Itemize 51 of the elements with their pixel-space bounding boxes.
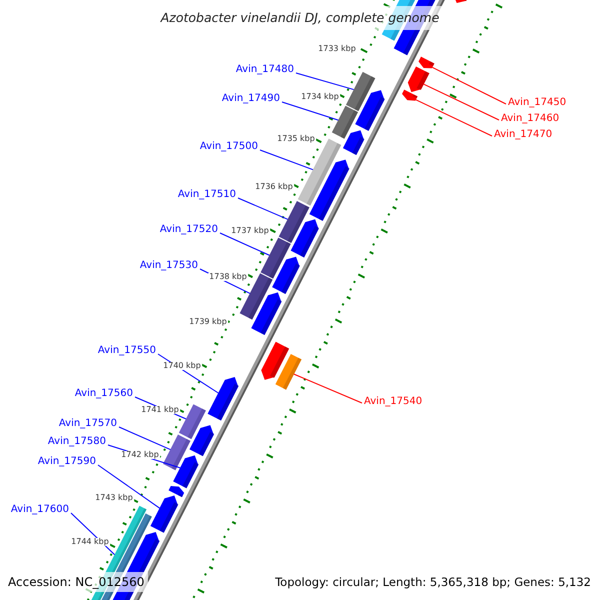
feature-bar	[278, 201, 310, 244]
gene-label: Avin_17560	[74, 388, 133, 400]
leader-line	[238, 198, 288, 220]
position-label: 1743 kbp	[94, 494, 134, 502]
position-label: 1737 kbp	[230, 227, 270, 235]
gene-label: Avin_17530	[140, 260, 198, 272]
gene-label: Avin_17500	[200, 141, 258, 153]
feature-bar	[260, 238, 291, 279]
leader-line	[415, 99, 492, 136]
gene-label: Avin_17520	[160, 224, 218, 236]
feature-bar	[346, 72, 376, 112]
position-label: 1735 kbp	[276, 135, 316, 143]
leader-line	[282, 102, 339, 121]
gene-label: Avin_17450	[508, 97, 566, 109]
gene-label: Avin_17490	[222, 93, 280, 105]
gene-label: Avin_17540	[364, 396, 422, 408]
leader-line	[296, 72, 354, 90]
position-label: 1740 kbp	[162, 362, 202, 370]
position-label: 1738 kbp	[208, 273, 248, 281]
gene-label: Avin_17480	[236, 64, 294, 76]
gene-label: Avin_17550	[98, 345, 156, 357]
feature-bar	[178, 404, 206, 440]
gene-label: Avin_17590	[38, 456, 96, 468]
gene-label: Avin_17510	[178, 189, 236, 201]
gene-label: Avin_17580	[48, 436, 106, 448]
leader-line	[98, 464, 160, 509]
leader-line	[260, 150, 314, 170]
gene-glyph	[402, 90, 418, 101]
gene-label: Avin_17460	[501, 113, 560, 125]
feature-bar	[275, 354, 302, 390]
position-label: 1734 kbp	[300, 93, 340, 101]
leader-line	[118, 426, 171, 450]
position-label: 1736 kbp	[254, 183, 294, 191]
gene-label: Avin_17570	[58, 418, 117, 430]
leader-line	[423, 84, 500, 120]
gene-glyph	[418, 56, 434, 68]
position-label: 1744 kbp	[70, 538, 110, 546]
leader-line	[220, 232, 270, 256]
position-label: 1741 kbp	[140, 406, 180, 414]
leader-line	[293, 374, 362, 404]
leader-line	[432, 66, 506, 104]
position-label: 1742 kbp	[120, 451, 160, 459]
position-label: 1733 kbp	[317, 45, 357, 53]
gene-label: Avin_17600	[10, 504, 69, 516]
gene-label: Avin_17470	[494, 129, 552, 141]
gene-glyph	[150, 496, 178, 533]
gene-glyph	[208, 377, 239, 420]
gene-glyph	[173, 455, 199, 488]
position-label: 1739 kbp	[188, 318, 228, 326]
feature-bar	[162, 434, 190, 470]
feature-bar	[332, 106, 358, 139]
